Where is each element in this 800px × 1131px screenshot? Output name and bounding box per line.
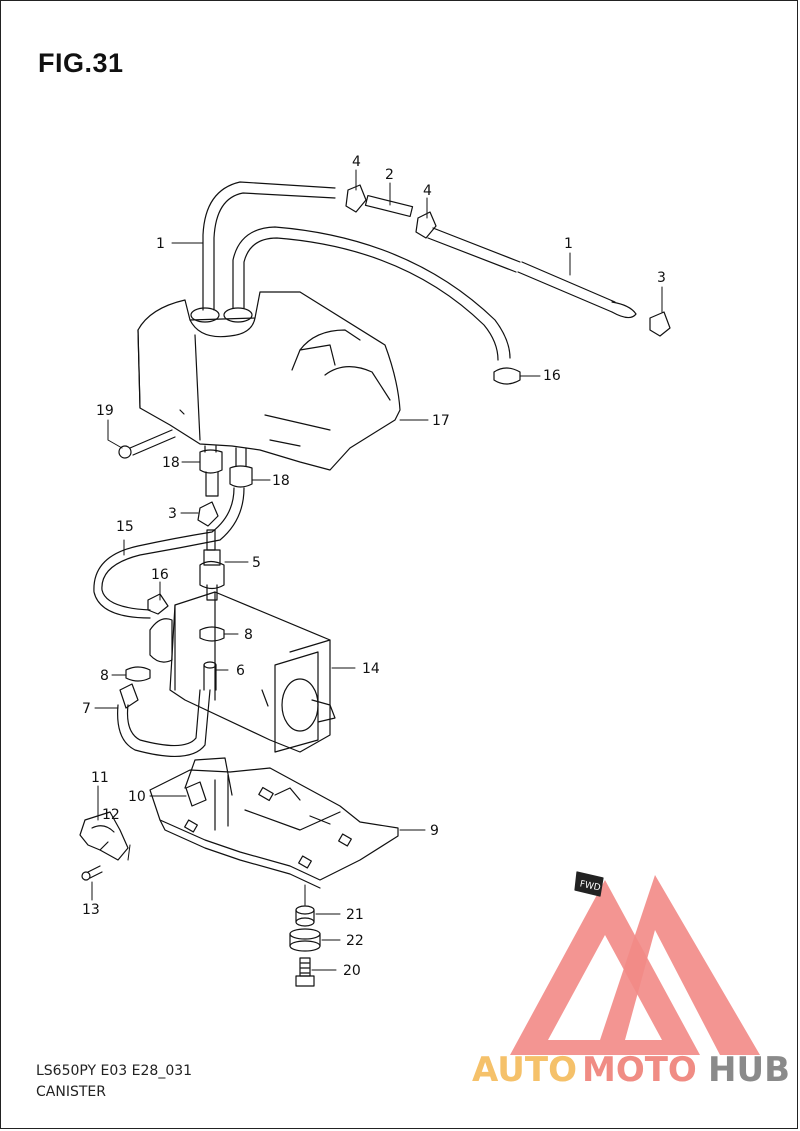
figure-title: FIG.31 [38,48,124,78]
hose-upper [202,181,637,361]
valve-5 [199,529,225,601]
callout-labels: 1 1 2 3 3 4 4 5 6 7 8 8 9 10 11 12 13 14… [82,154,666,979]
callout-4a: 4 [352,154,361,170]
callout-3b: 3 [168,506,177,522]
callout-20: 20 [343,963,361,979]
clamp-3b-icon [197,501,219,527]
canister-body [149,591,336,753]
callout-22: 22 [346,933,364,949]
screw-19-icon [118,429,176,459]
callout-19: 19 [96,403,114,419]
bracket-9 [149,757,399,889]
callout-1b: 1 [564,236,573,252]
callout-17: 17 [432,413,450,429]
callout-18b: 18 [272,473,290,489]
callout-8b: 8 [100,668,109,684]
callout-1a: 1 [156,236,165,252]
watermark-text: AUTO MOTO HUB [472,1050,790,1090]
clamp-4a-icon [345,184,367,213]
watermark-auto: AUTO [472,1050,577,1090]
clamp-3a-icon [649,311,671,337]
watermark-logo [510,875,760,1055]
callout-4b: 4 [423,183,432,199]
clamp-8b-icon [125,666,151,682]
leader-lines [91,169,663,971]
callout-10: 10 [128,789,146,805]
watermark-moto: MOTO [582,1050,697,1090]
callout-6: 6 [236,663,245,679]
clamp-16a-icon [493,367,521,385]
callout-9: 9 [430,823,439,839]
callout-11: 11 [91,770,109,786]
canister-cover [137,291,401,471]
cushion-21-icon [295,905,315,927]
grommet-18b-icon [229,447,253,488]
bolt-20-icon [295,957,315,987]
callout-5: 5 [252,555,261,571]
callout-2: 2 [385,167,394,183]
clamp-16b-icon [147,593,169,615]
callout-15: 15 [116,519,134,535]
callout-18a: 18 [162,455,180,471]
clamp-8a-icon [199,626,225,642]
hose-6 [203,661,217,691]
callout-7: 7 [82,701,91,717]
screw-13-icon [81,865,103,881]
callout-16b: 16 [151,567,169,583]
callout-3a: 3 [657,270,666,286]
watermark-hub: HUB [708,1050,790,1090]
grommet-18a-icon [199,445,223,497]
callout-16a: 16 [543,368,561,384]
figure-code: LS650PY E03 E28_031 [36,1063,193,1079]
clip-10-icon [185,781,207,807]
callout-8a: 8 [244,627,253,643]
fwd-direction-tag: FWD [574,871,604,897]
fwd-label: FWD [579,879,602,893]
holder-11-12 [79,811,129,861]
hose-7 [117,683,211,758]
callout-14: 14 [362,661,380,677]
figure-name: CANISTER [36,1084,106,1100]
callout-12: 12 [102,807,120,823]
callout-21: 21 [346,907,364,923]
hose-15 [93,487,245,619]
clamp-4b-icon [415,211,437,239]
grommet-22-icon [289,928,321,952]
callout-13: 13 [82,902,100,918]
